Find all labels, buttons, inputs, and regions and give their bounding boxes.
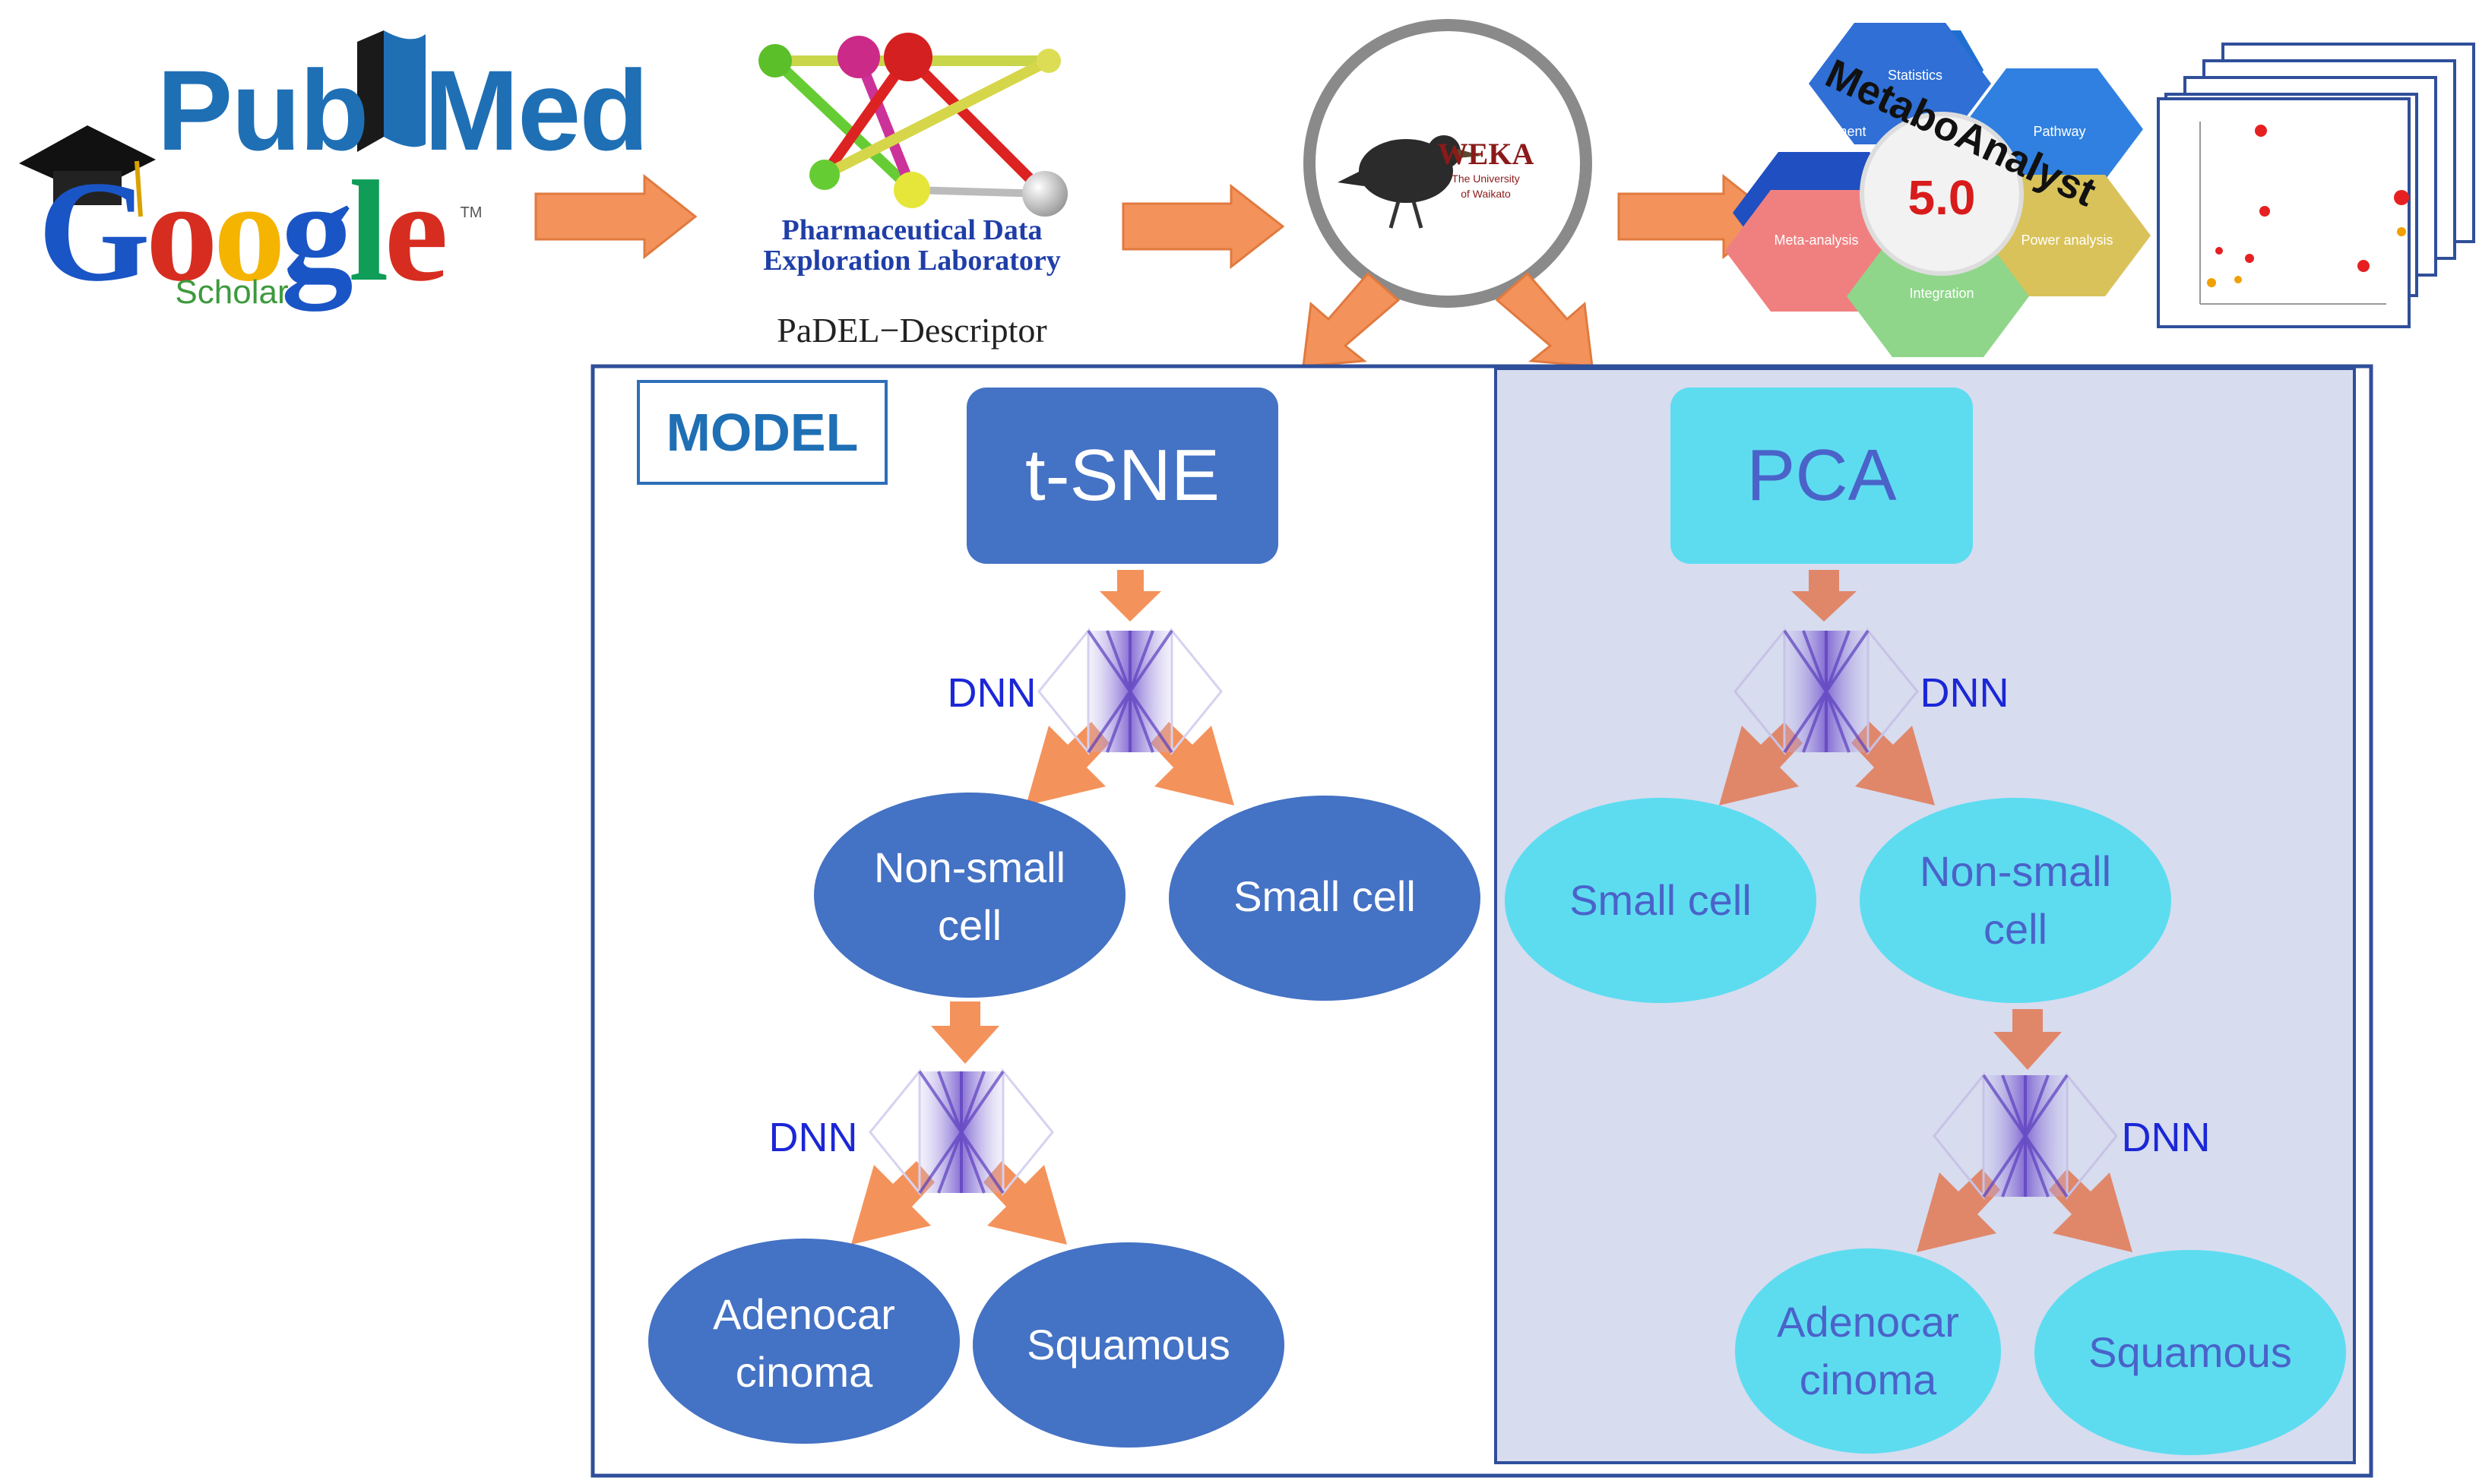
results-plots-icon (2157, 43, 2475, 328)
model-label: MODEL (637, 380, 888, 485)
arrow-down (1100, 570, 1161, 622)
pubmed-logo-part1: Pub (157, 46, 369, 174)
dnn-network-icon (1037, 627, 1223, 756)
padel-title-line1: Pharmaceutical Data (781, 214, 1043, 246)
arrow-down-right (1851, 722, 1935, 805)
pca-box (1670, 388, 1973, 564)
module-label: Power analysis (2021, 233, 2113, 248)
node-small-cell (1505, 798, 1816, 1003)
arrow-down (931, 1001, 999, 1064)
dnn-network-icon (869, 1068, 1054, 1197)
node-non-small-cell (1860, 798, 2171, 1003)
weka-name: WEKA (1437, 137, 1534, 171)
node-non-small-cell (814, 793, 1126, 998)
scholar-label: Scholar (175, 273, 289, 311)
node-label-line: cell (937, 901, 1002, 949)
pubmed-logo-part2: Med (424, 46, 649, 174)
node-adenocarcinoma (1735, 1248, 2001, 1454)
google-logo: G o o g l e (38, 152, 509, 312)
node-non-small-cell-label: Non-small cell (818, 836, 1122, 957)
arrow-down-right (1495, 271, 1594, 368)
module-label: Pathway (2033, 124, 2086, 140)
node-label-line: cinoma (735, 1348, 873, 1396)
tsne-title: t-SNE (1024, 435, 1221, 517)
arrow-down-left (1719, 722, 1803, 805)
node-squamous-label: Squamous (2088, 1328, 2292, 1377)
node-label-line: cell (1983, 905, 2048, 953)
node-squamous (2034, 1250, 2346, 1455)
dnn-network-icon (1733, 627, 1919, 756)
node-squamous-label: Squamous (1027, 1321, 1230, 1369)
module-label: Enrichment (1797, 124, 1866, 140)
module-label: Integration (1909, 286, 1974, 302)
dnn-label: DNN (1920, 670, 2009, 717)
dnn-label: DNN (2121, 1115, 2211, 1161)
node-non-small-cell-label: Non-small cell (1863, 840, 2167, 961)
dnn-network-icon (1933, 1071, 2118, 1201)
google-letter: o (145, 152, 218, 312)
pubmed-book-icon (357, 30, 426, 152)
node-adenocarcinoma (648, 1239, 960, 1444)
pca-title: PCA (1746, 435, 1897, 517)
padel-title-line2: Exploration Laboratory (763, 245, 1061, 277)
node-label-line: Non-small (873, 843, 1066, 891)
google-letter: e (384, 152, 448, 312)
node-adenocarcinoma-label: Adenocar cinoma (1716, 1290, 2020, 1412)
google-letter: l (348, 152, 389, 312)
arrow-right (1122, 183, 1285, 270)
weka-bird-icon (1338, 135, 1482, 229)
tsne-box (967, 388, 1278, 564)
node-adenocarcinoma-label: Adenocar cinoma (652, 1283, 956, 1404)
weka-subtitle: of Waikato (1461, 187, 1511, 200)
google-letter: g (280, 152, 353, 312)
node-small-cell (1169, 796, 1480, 1001)
dnn-label: DNN (768, 1115, 858, 1161)
node-label-line: Adenocar (713, 1290, 895, 1338)
svg-text:5.0: 5.0 (1908, 170, 1976, 225)
arrow-right (534, 173, 698, 260)
node-label-line: cinoma (1799, 1356, 1937, 1403)
arrow-down (1993, 1009, 2062, 1070)
weka-logo (1303, 19, 1592, 308)
graduation-cap-icon (19, 125, 156, 217)
padel-molecule-icon (758, 33, 1068, 217)
arrow-down-left (1917, 1169, 2000, 1252)
google-letter: G (38, 152, 150, 312)
model-frame (590, 364, 2373, 1478)
arrow-down (1791, 570, 1857, 622)
arrow-down-left (851, 1161, 935, 1245)
node-label-line: Non-small (1919, 847, 2112, 895)
padel-caption: PaDEL−Descriptor (777, 311, 1047, 350)
google-letter: o (213, 152, 286, 312)
dnn-label: DNN (947, 670, 1037, 717)
module-label: Statistics (1887, 68, 1943, 84)
arrow-down-right (2049, 1169, 2132, 1252)
weka-subtitle: The University (1452, 172, 1520, 185)
module-label: Meta-analysis (1774, 233, 1859, 248)
metaboanalyst-logo: 5.0 (1725, 23, 2151, 357)
node-label-line: Adenocar (1777, 1298, 1959, 1346)
node-squamous (973, 1242, 1284, 1448)
node-small-cell-label: Small cell (1233, 872, 1416, 921)
trademark-mark: TM (460, 204, 483, 221)
node-small-cell-label: Small cell (1569, 876, 1752, 925)
arrow-down-left (1302, 271, 1401, 368)
